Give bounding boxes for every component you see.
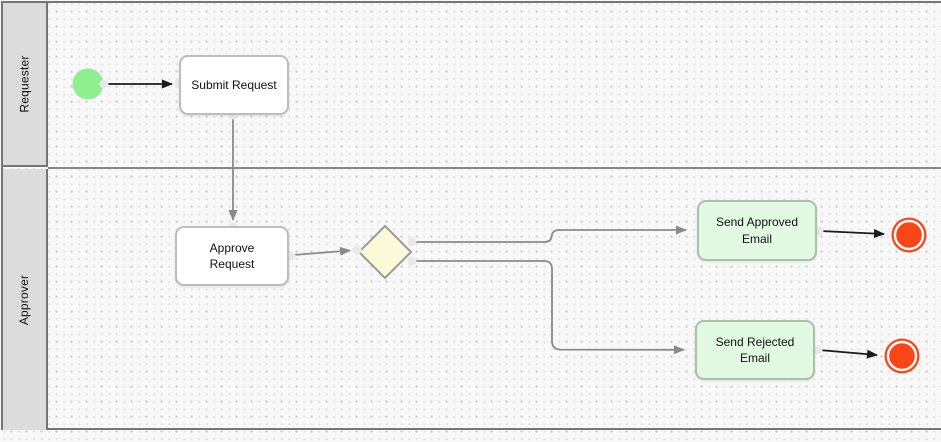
task-send-rejected-email-label: Send Rejected Email [715,334,795,365]
flow-approved-to-end[interactable] [819,229,885,239]
end-event-approved-icon[interactable] [891,217,927,253]
lane-header-approver[interactable]: Approver [3,169,48,430]
end-event-rejected-icon[interactable] [884,338,920,374]
lane-header-requester[interactable]: Requester [3,3,48,167]
exclusive-gateway-icon[interactable] [357,224,413,280]
task-approve-request-label: Approve Request [209,240,255,271]
flow-rejected-to-end[interactable] [818,349,878,359]
flow-gateway-to-rejected[interactable] [413,260,685,355]
flow-approve-to-gateway[interactable] [292,246,351,256]
task-send-approved-email[interactable]: Send Approved Email [697,200,817,261]
process-pool [1,1,941,430]
lane-divider [48,167,941,169]
task-send-approved-email-label: Send Approved Email [715,215,799,246]
start-event-icon[interactable] [72,68,104,100]
task-submit-request[interactable]: Submit Request [179,55,289,115]
task-send-rejected-email[interactable]: Send Rejected Email [695,320,815,380]
task-submit-request-label: Submit Request [191,77,277,92]
flow-gateway-to-approved[interactable] [413,225,687,243]
task-approve-request[interactable]: Approve Request [175,226,289,286]
